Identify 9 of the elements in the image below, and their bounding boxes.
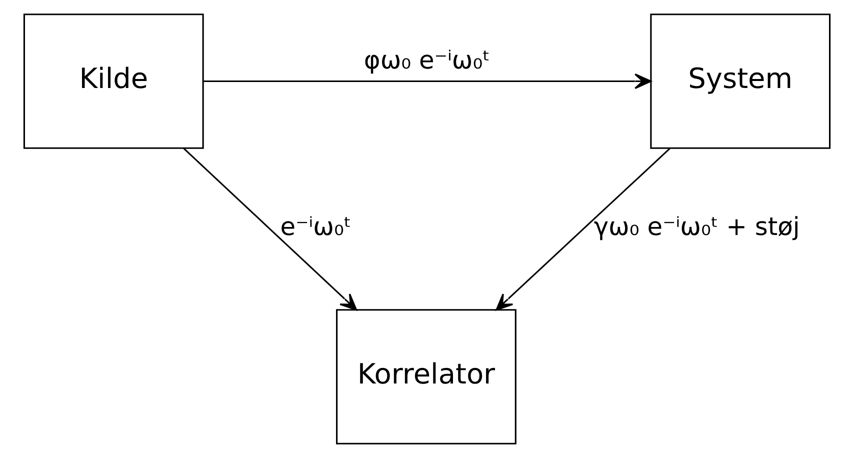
edge-label: γω₀ e⁻ⁱω₀ᵗ + støj — [594, 212, 800, 241]
node-box: Kilde — [23, 14, 204, 149]
node-box: Korrelator — [336, 309, 516, 444]
arrow — [183, 148, 358, 311]
arrow — [496, 148, 670, 311]
edge-label: φω₀ e⁻ⁱω₀ᵗ — [364, 46, 490, 75]
edge-label: e⁻ⁱω₀ᵗ — [280, 212, 352, 241]
node-box: System — [650, 14, 831, 149]
arrow — [203, 73, 652, 90]
